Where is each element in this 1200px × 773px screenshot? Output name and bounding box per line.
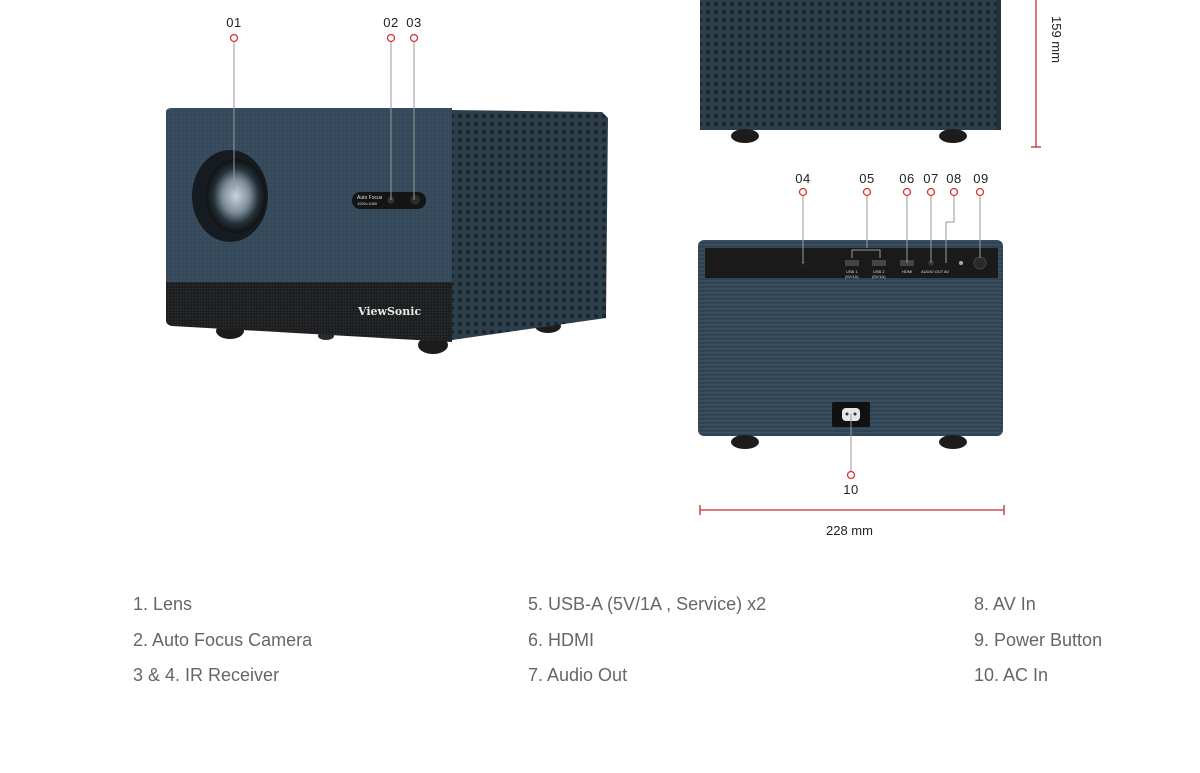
power-button-icon: [973, 256, 987, 270]
foot: [939, 129, 967, 143]
legend-item: 2. Auto Focus Camera: [133, 629, 313, 650]
foot: [731, 435, 759, 449]
callout-line: [945, 196, 955, 263]
legend-column-1: 1. Lens 2. Auto Focus Camera 3 & 4. IR R…: [133, 588, 312, 695]
callout-bracket: [851, 249, 881, 258]
status-led-icon: [959, 261, 963, 265]
callout-marker: [386, 33, 396, 43]
callout-05: 05: [859, 171, 875, 186]
camera-label: Auto Focus: [357, 195, 383, 201]
brand-logo: ViewSonic: [358, 305, 422, 318]
foot: [731, 129, 759, 143]
callout-02: 02: [383, 15, 399, 30]
usb2-port-icon: [872, 260, 886, 266]
legend-item: 1. Lens: [133, 594, 193, 614]
front-callouts: [229, 33, 419, 200]
projector-rear-view: [698, 240, 1003, 449]
foot: [939, 435, 967, 449]
audio-label: AUDIO OUT: [921, 269, 944, 274]
rear-callouts: [699, 187, 1005, 515]
rear-panel: [698, 240, 1003, 436]
callout-marker: [409, 33, 419, 43]
callout-marker: [229, 33, 239, 43]
callout-04: 04: [795, 171, 811, 186]
camera-spec: 1920×1080: [357, 201, 378, 206]
callout-06: 06: [899, 171, 915, 186]
callout-marker: [949, 187, 959, 197]
callout-07: 07: [923, 171, 939, 186]
usb1-spec: (5V/1A): [845, 274, 859, 279]
legend-item: 7. Audio Out: [528, 665, 628, 685]
legend-column-2: 5. USB-A (5V/1A , Service) x2 6. HDMI 7.…: [528, 588, 766, 695]
legend-item: 8. AV In: [974, 594, 1036, 614]
projector-front-view: [166, 108, 608, 354]
legend-item: 6. HDMI: [528, 629, 595, 650]
legend-item: 3 & 4. IR Receiver: [133, 665, 280, 685]
callout-marker: [926, 187, 936, 197]
speaker-grille: [166, 282, 452, 342]
callout-08: 08: [946, 171, 962, 186]
legend: 1. Lens 2. Auto Focus Camera 3 & 4. IR R…: [0, 588, 1200, 708]
legend-item: 9. Power Button: [974, 629, 1103, 650]
usb1-label: USB 1: [846, 269, 858, 274]
usb2-label: USB 2: [873, 269, 885, 274]
legend-column-3: 8. AV In 9. Power Button 10. AC In: [974, 588, 1102, 695]
projector-side-view: [700, 0, 1041, 148]
callout-09: 09: [973, 171, 989, 186]
side-vent: [452, 110, 608, 340]
callout-marker: [862, 187, 872, 197]
hdmi-label: HDMI: [902, 269, 913, 274]
callout-marker: [798, 187, 808, 197]
callout-03: 03: [406, 15, 422, 30]
width-dimension-label: 228 mm: [826, 523, 873, 538]
side-edge: [997, 0, 1001, 130]
legend-item: 5. USB-A (5V/1A , Service) x2: [528, 594, 767, 614]
callout-marker: [902, 187, 912, 197]
callout-marker: [975, 187, 985, 197]
callout-01: 01: [226, 15, 242, 30]
usb2-spec: (5V/1A): [872, 274, 886, 279]
usb1-port-icon: [845, 260, 859, 266]
lens-icon: [206, 159, 266, 233]
height-dimension-label: 159 mm: [1049, 16, 1064, 63]
legend-item: 10. AC In: [974, 665, 1049, 685]
callout-10: 10: [843, 482, 859, 497]
ir-receiver-icon: [410, 195, 420, 205]
side-panel: [700, 0, 998, 130]
callout-marker: [846, 470, 856, 480]
av-label: AV: [944, 269, 950, 274]
